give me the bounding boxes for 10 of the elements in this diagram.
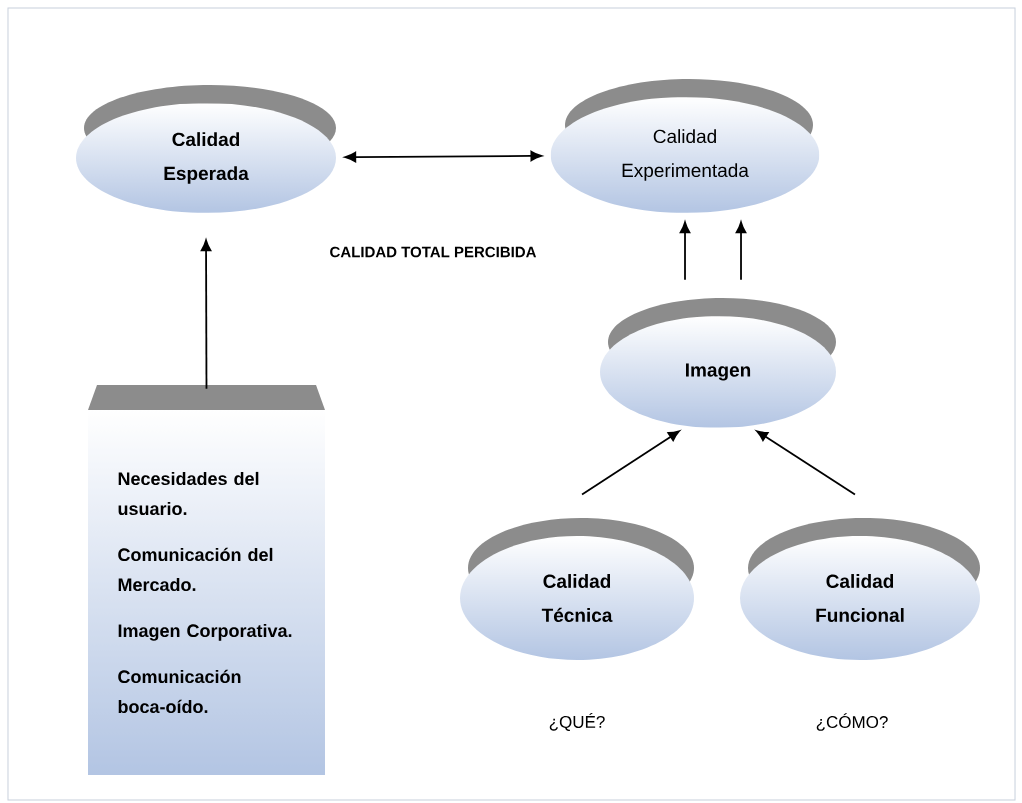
arrow [756, 430, 856, 496]
list-panel: Necesidades del usuario. Comunicación del Mercado. Imagen Corporativa. Comunicación boca-oído. [88, 385, 325, 775]
arrow [735, 221, 747, 281]
heading-label: CALIDAD TOTAL PERCIBIDA [330, 246, 537, 258]
arrow [200, 239, 212, 390]
question-text: ¿QUÉ? [549, 713, 605, 731]
arrow [581, 430, 680, 496]
arrow [679, 221, 691, 281]
question-text: ¿CÓMO? [816, 713, 888, 731]
arrow [344, 150, 543, 163]
